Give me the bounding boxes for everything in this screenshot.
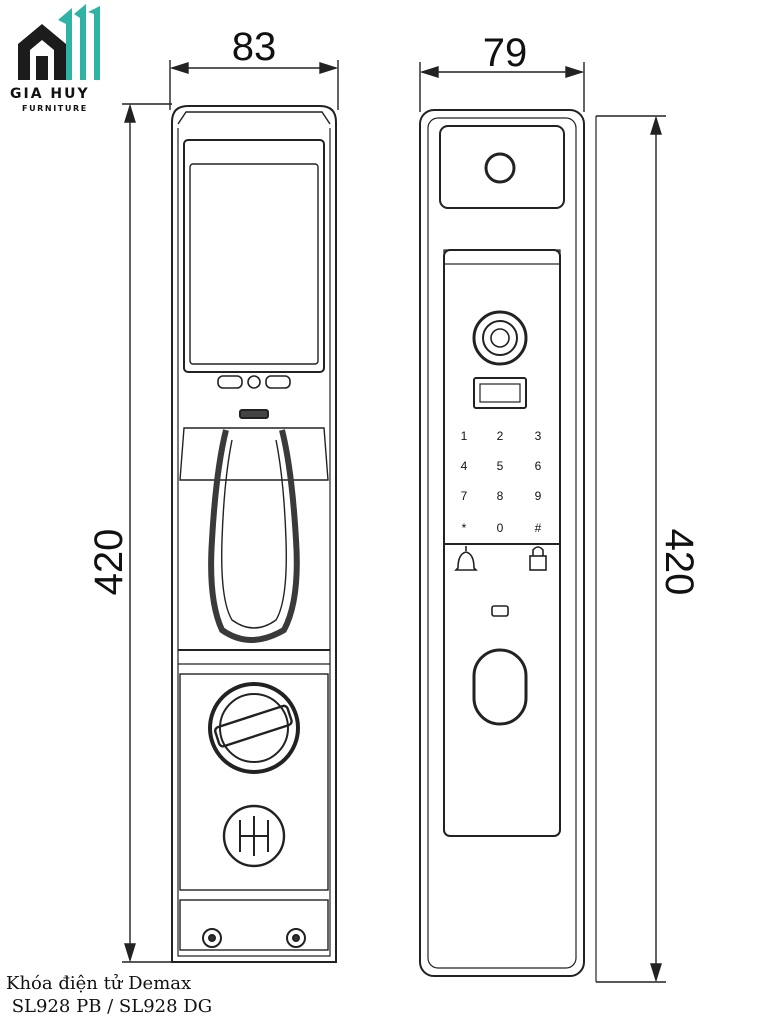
- product-caption: Khóa điện tử Demax SL928 PB / SL928 DG: [6, 972, 212, 1018]
- screw-left: [202, 928, 222, 948]
- keypad-key: 5: [497, 459, 504, 473]
- sensor-center: [247, 375, 261, 389]
- keypad-key: 7: [461, 489, 468, 503]
- fingerprint-sensor: [472, 310, 528, 366]
- front-lower-panel: [179, 673, 329, 891]
- keypad-key: 6: [535, 459, 542, 473]
- side-width-dimension: [419, 62, 585, 112]
- keypad-key: 3: [535, 429, 542, 443]
- front-view: [171, 105, 337, 963]
- caption-line-1: Khóa điện tử Demax: [6, 973, 192, 994]
- sensor-right: [265, 375, 291, 389]
- front-width-dimension: [169, 60, 339, 110]
- side-indicator: [491, 605, 509, 617]
- keypad-key: 2: [497, 429, 504, 443]
- sensor-left: [217, 375, 243, 389]
- keypad-key: 4: [461, 459, 468, 473]
- keypad-grid: 1 2 3 4 5 6 7 8 9 * 0 #: [461, 429, 542, 535]
- keypad-key: 0: [497, 521, 504, 535]
- front-height-label: 420: [87, 529, 131, 596]
- front-width-label: 83: [232, 25, 277, 69]
- keypad-key: 9: [535, 489, 542, 503]
- keypad-key: 1: [461, 429, 468, 443]
- front-screen: [189, 163, 319, 365]
- brand-name: GIA HUY: [10, 86, 90, 102]
- caption-line-2: SL928 PB / SL928 DG: [6, 996, 213, 1017]
- keypad-key: *: [462, 521, 467, 535]
- screw-right: [286, 928, 306, 948]
- side-camera-lens: [484, 152, 516, 184]
- thumb-turn-knob: [208, 682, 300, 774]
- keyhole-cover: [472, 648, 528, 726]
- keypad-display: [473, 377, 527, 409]
- side-width-label: 79: [483, 31, 528, 75]
- key-cylinder: [222, 804, 286, 868]
- brand-logo: [18, 4, 100, 80]
- logo-stripe-2: [74, 4, 86, 80]
- logo-stripe-3: [88, 6, 100, 80]
- lock-icon: [529, 555, 547, 571]
- front-handle: [208, 429, 300, 643]
- side-top-module: [439, 125, 565, 209]
- front-indicator: [239, 409, 269, 419]
- keypad-key: 8: [497, 489, 504, 503]
- brand-tagline: FURNITURE: [22, 104, 88, 113]
- side-view: [419, 109, 585, 977]
- front-height-dimension: [122, 103, 172, 963]
- logo-stripe-1: [58, 8, 72, 80]
- doorbell-icon: [454, 551, 478, 571]
- keypad-key: #: [535, 521, 542, 535]
- side-body-outline: [419, 109, 585, 977]
- front-camera-panel: [183, 139, 325, 373]
- side-height-label: 420: [657, 529, 701, 596]
- front-body-outline: [171, 105, 337, 963]
- side-height-dimension: [595, 115, 666, 983]
